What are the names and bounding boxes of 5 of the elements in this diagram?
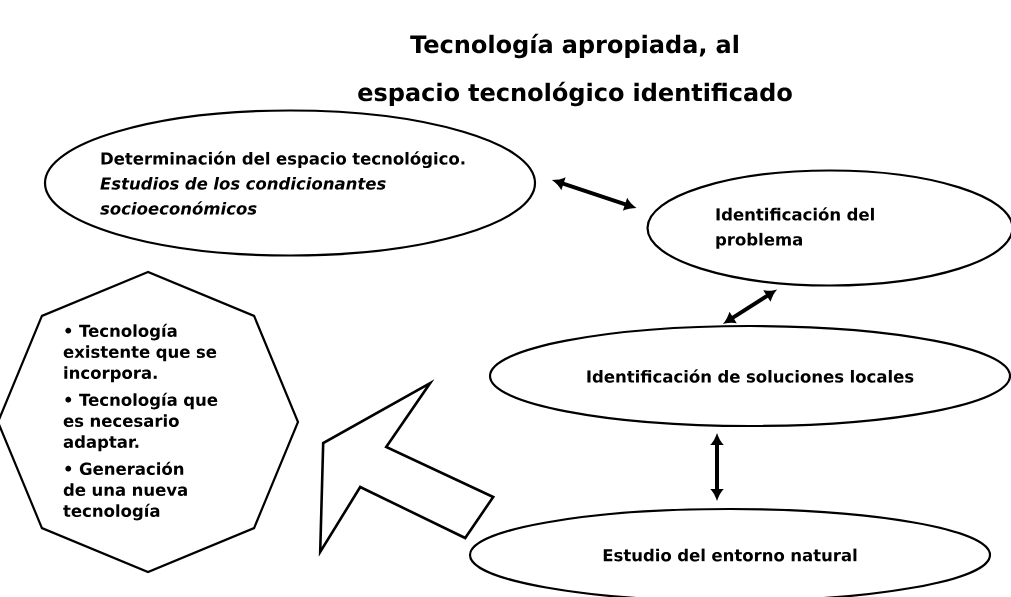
- octagon: • Tecnología existente que se incorpora. • Tecnología que es necesario adaptar. • Generación de una nueva tecnología: [0, 270, 300, 574]
- double-arrow: [711, 435, 723, 499]
- double-arrow: [724, 290, 776, 324]
- title: Tecnología apropiada, al espacio tecnológico identificado: [358, 33, 792, 107]
- double-arrow: [554, 178, 635, 210]
